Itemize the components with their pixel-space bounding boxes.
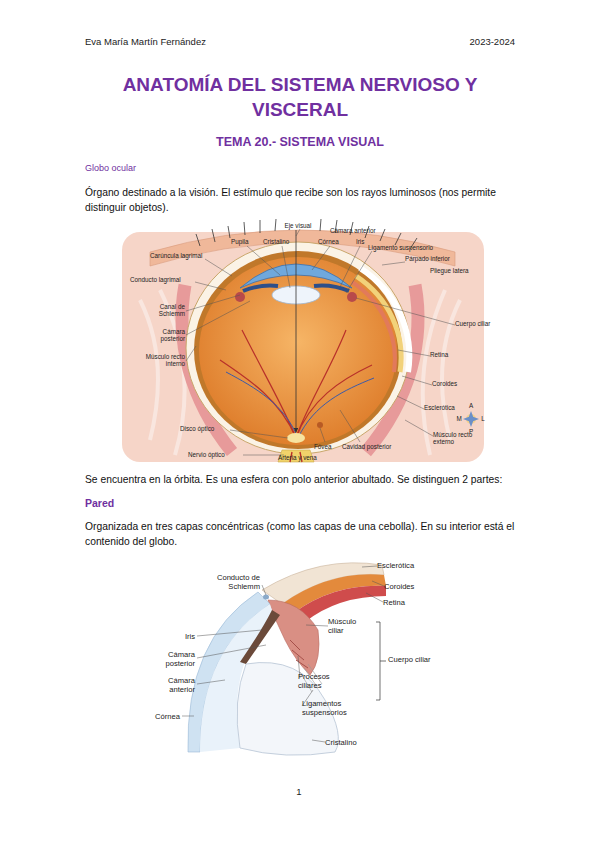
optic-disc <box>287 433 305 443</box>
part-label: Iris <box>165 632 195 641</box>
part-label: Iris <box>356 238 371 245</box>
part-label: Retina <box>383 598 423 607</box>
compass-letter: A <box>467 402 475 409</box>
part-label: Cámara posterior <box>147 650 195 668</box>
part-label: Cámara anterior <box>330 227 390 234</box>
body-text: Se encuentra en la órbita. Es una esfera… <box>85 472 530 487</box>
compass-rose <box>463 411 479 427</box>
ciliary-processes <box>290 640 308 668</box>
part-label: Coroides <box>432 380 472 387</box>
part-label: Carúncula lagrimal <box>150 252 220 259</box>
part-label: Eje visual <box>276 222 320 229</box>
body-text: Órgano destinado a la visión. El estímul… <box>85 185 530 215</box>
part-label: Cuerpo ciliar <box>388 655 433 664</box>
choroid <box>194 251 402 449</box>
part-label: Esclerótica <box>424 404 469 411</box>
part-label: Fóvea <box>314 443 339 450</box>
part-label: Cavidad posterior <box>342 443 407 450</box>
header-text: 2023-2024 <box>440 36 515 48</box>
header-text: Eva María Martín Fernández <box>85 36 335 48</box>
retinal-veins <box>226 372 374 438</box>
page-number: 1 <box>289 786 309 798</box>
part-label: Párpado inferior <box>405 255 475 262</box>
ciliary-body <box>347 292 357 302</box>
part-label: Nervio óptico <box>188 451 243 458</box>
sclera <box>186 242 410 454</box>
section-heading: Globo ocular <box>85 162 285 174</box>
part-label: Esclerótica <box>377 561 437 570</box>
iris-section <box>240 610 280 664</box>
part-label: Cuerpo ciliar <box>455 320 500 327</box>
part-label: Disco óptico <box>180 425 230 432</box>
part-label: Pliegue latera <box>430 267 485 274</box>
part-label: Cristalino <box>263 238 303 245</box>
page-title: ANATOMÍA DEL SISTEMA NERVIOSO Y VISCERAL <box>90 72 510 122</box>
part-label: Conducto de Schlemm <box>196 573 260 591</box>
part-label: Córnea <box>145 712 180 721</box>
part-label: Cristalino <box>325 738 375 747</box>
body-text: Organizada en tres capas concéntricas (c… <box>85 519 530 549</box>
part-label: Coroides <box>384 582 434 591</box>
ciliary-body <box>235 292 245 302</box>
part-label: Conducto lagrimal <box>130 276 200 283</box>
part-label: Pupila <box>231 238 261 245</box>
part-label: Ligamentos suspensorios <box>302 699 382 717</box>
part-label: Retina <box>430 351 470 358</box>
visual-axis-arrow <box>296 230 297 432</box>
leader-lines <box>186 229 455 455</box>
section-heading: Pared <box>85 497 185 510</box>
orbit-tissue <box>122 232 484 462</box>
section-title: TEMA 20.- SISTEMA VISUAL <box>100 134 500 150</box>
part-label: Córnea <box>318 238 348 245</box>
fovea <box>317 422 323 428</box>
leader-lines <box>182 566 384 742</box>
part-label: Cámara anterior <box>147 676 195 694</box>
part-label: Músculo ciliar <box>328 617 373 635</box>
part-label: Músculo recto externo <box>433 431 485 445</box>
compass-letter: L <box>479 415 487 422</box>
part-label: Arteria y vena <box>278 454 338 461</box>
part-label: Ligamento suspensorio <box>368 244 453 251</box>
retina-layer <box>295 586 386 622</box>
bracket <box>376 622 386 700</box>
part-label: Procesos ciliares <box>298 672 346 690</box>
compass-letter: M <box>455 415 463 422</box>
retina-cut <box>352 282 395 372</box>
part-label: Músculo recto interno <box>128 353 185 367</box>
part-label: Cámara posterior <box>140 328 185 342</box>
part-label: Canal de Schlemm <box>140 303 185 317</box>
schlemm-canal <box>263 595 269 600</box>
